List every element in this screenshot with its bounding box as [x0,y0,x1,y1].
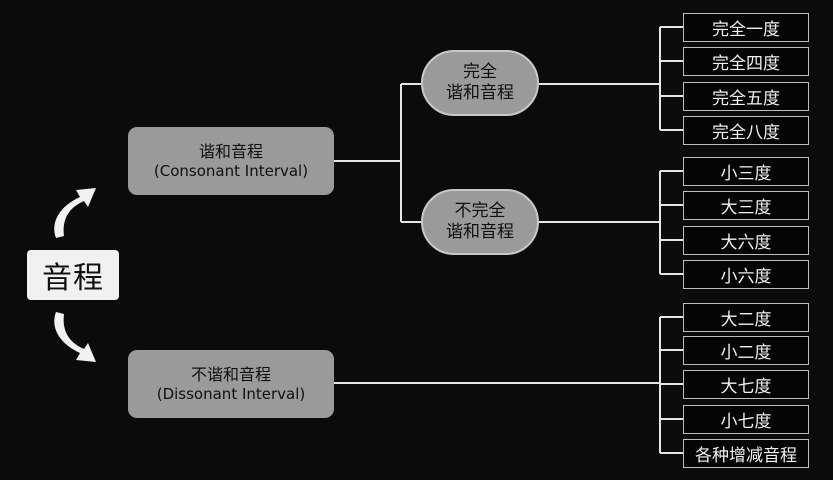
dissonant-interval-node: 不谐和音程 (Dissonant Interval) [128,350,334,418]
leaf-perfect-octave: 完全八度 [683,116,809,145]
consonant-subtitle: (Consonant Interval) [153,161,309,180]
connector-consonant [334,83,421,223]
connector-perfect [539,26,683,131]
perfect-line1: 完全 [463,61,497,82]
leaf-major-sixth: 大六度 [683,226,809,255]
leaf-augmented-diminished: 各种增减音程 [683,439,809,468]
imperfect-line2: 谐和音程 [446,222,514,242]
dissonant-title: 不谐和音程 [190,364,271,384]
leaf-minor-second: 小二度 [683,336,809,365]
leaf-minor-seventh: 小七度 [683,405,809,434]
imperfect-consonant-node: 不完全 谐和音程 [421,189,539,255]
perfect-line2: 谐和音程 [446,83,514,103]
imperfect-line1: 不完全 [454,200,506,221]
consonant-interval-node: 谐和音程 (Consonant Interval) [128,127,334,195]
leaf-perfect-fourth: 完全四度 [683,47,809,76]
consonant-title: 谐和音程 [198,141,263,161]
perfect-consonant-node: 完全 谐和音程 [421,50,539,116]
connector-dissonant [334,316,683,454]
curved-arrow-up-icon [54,188,96,238]
curved-arrow-down-icon [54,312,96,362]
leaf-minor-sixth: 小六度 [683,260,809,289]
leaf-major-third: 大三度 [683,191,809,220]
root-node: 音程 [27,250,119,300]
leaf-major-second: 大二度 [683,303,809,332]
connector-imperfect [539,170,683,275]
dissonant-subtitle: (Dissonant Interval) [156,384,306,403]
leaf-minor-third: 小三度 [683,157,809,186]
leaf-perfect-unison: 完全一度 [683,13,809,42]
leaf-perfect-fifth: 完全五度 [683,82,809,111]
leaf-major-seventh: 大七度 [683,370,809,399]
